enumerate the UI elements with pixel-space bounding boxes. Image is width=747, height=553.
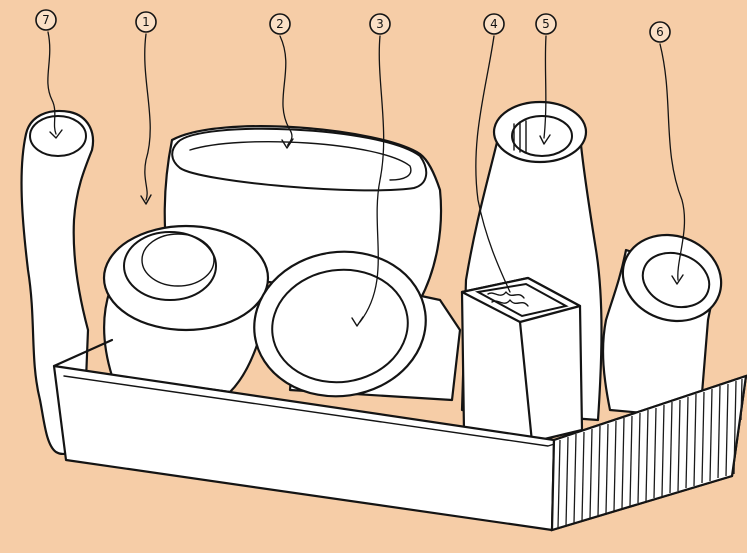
marker-4-text: 4 [490, 17, 498, 31]
marker-2-text: 2 [276, 17, 284, 31]
marker-5-text: 5 [542, 17, 550, 31]
marker-1-text: 1 [142, 15, 150, 29]
marker-7: 7 [36, 10, 56, 30]
marker-2: 2 [270, 14, 290, 34]
marker-3: 3 [370, 14, 390, 34]
marker-3-text: 3 [376, 17, 384, 31]
square-4-shape [462, 278, 582, 442]
marker-6: 6 [650, 22, 670, 42]
leader-1 [145, 34, 150, 200]
marker-5: 5 [536, 14, 556, 34]
marker-7-text: 7 [42, 13, 50, 27]
marker-1: 1 [136, 12, 156, 32]
drum-1-shape [104, 226, 268, 392]
marker-6-text: 6 [656, 25, 664, 39]
marker-4: 4 [484, 14, 504, 34]
